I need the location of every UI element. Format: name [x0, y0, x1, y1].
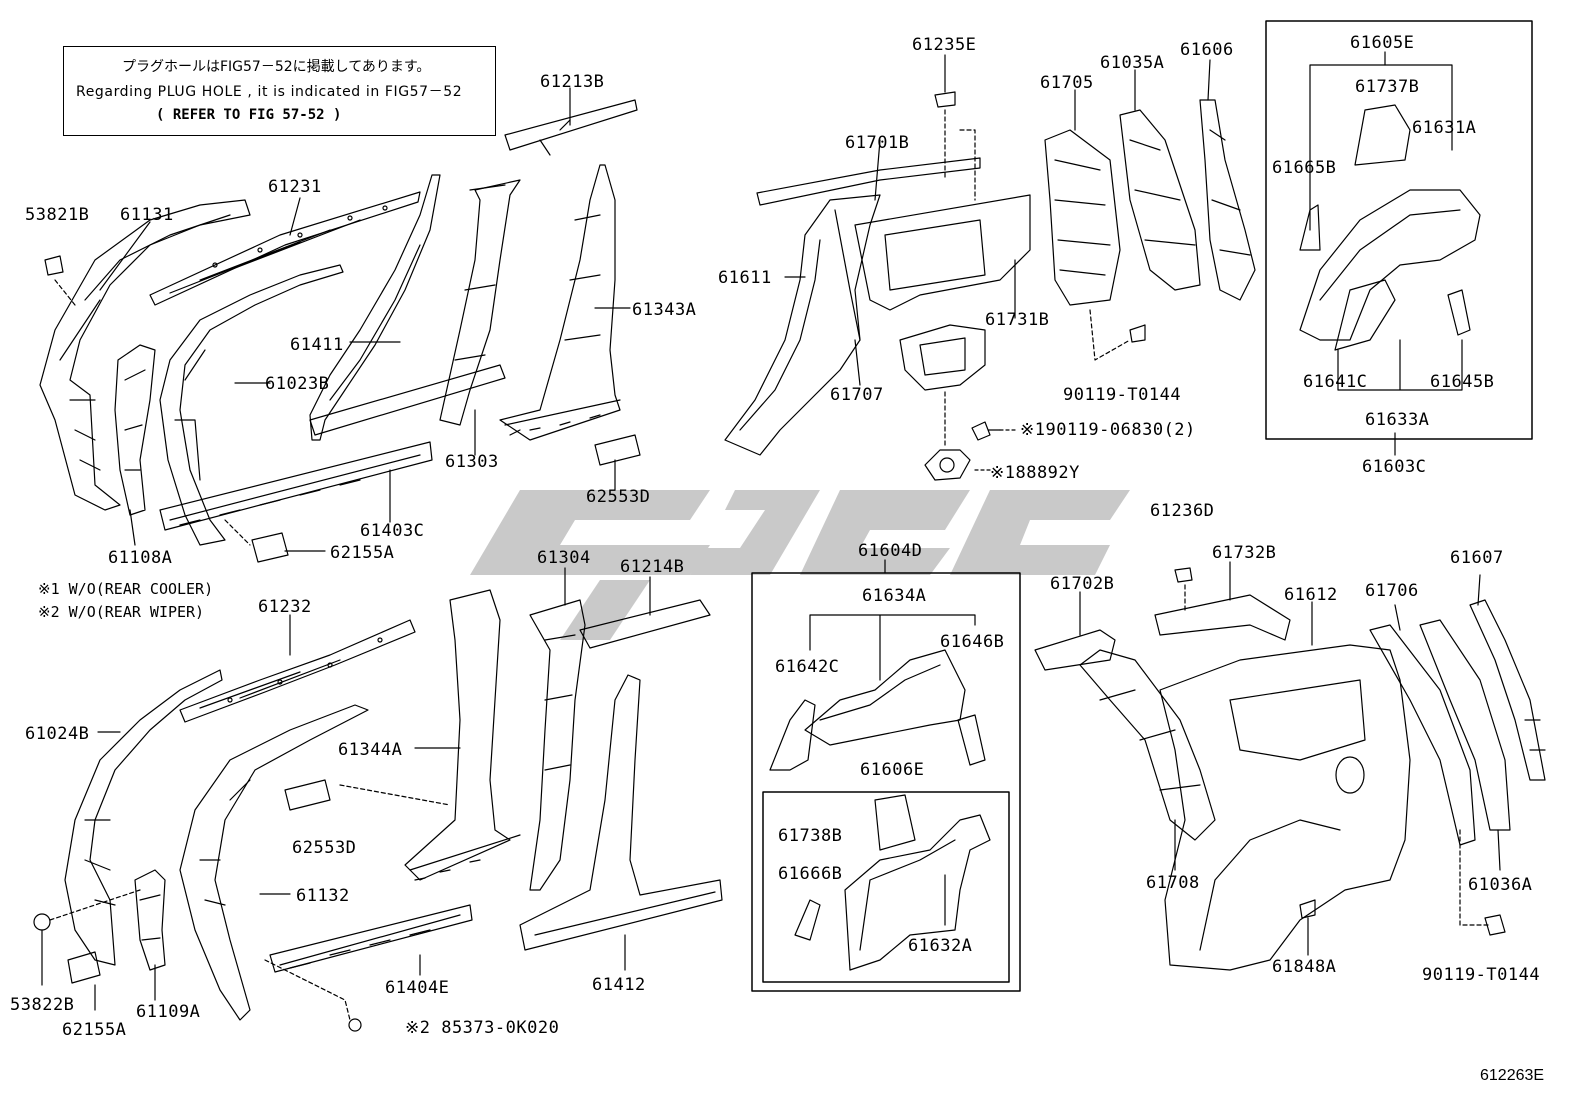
part-label: 61235E — [912, 35, 977, 55]
leaders-bottom-left — [41, 567, 651, 1011]
note-line-en: Regarding PLUG HOLE , it is indicated in… — [76, 84, 463, 100]
part-label: 61848A — [1272, 957, 1337, 977]
part-label: 61036A — [1468, 875, 1533, 895]
wheel-house-group-right — [1299, 51, 1481, 456]
part-label: 61214B — [620, 557, 685, 577]
part-label: 61035A — [1100, 53, 1165, 73]
part-label: 61645B — [1430, 372, 1495, 392]
quarter-inner-group — [724, 91, 1031, 481]
part-label: 61231 — [268, 177, 322, 197]
part-label: 53822B — [10, 995, 75, 1015]
front-pillar-group-bottom — [33, 589, 723, 1032]
part-label: 61607 — [1450, 548, 1504, 568]
leaders-top-left — [99, 87, 631, 552]
part-label: 61666B — [778, 864, 843, 884]
part-label: 61605E — [1350, 33, 1415, 53]
part-label: 61634A — [862, 586, 927, 606]
part-label: 61732B — [1212, 543, 1277, 563]
leaders-rear-pillar — [1074, 59, 1211, 131]
part-label: 61604D — [858, 541, 923, 561]
part-label: 61411 — [290, 335, 344, 355]
part-label: 61236D — [1150, 501, 1215, 521]
part-label: 61738B — [778, 826, 843, 846]
part-label: 61232 — [258, 597, 312, 617]
leaders-top-middle — [784, 54, 1016, 386]
part-label: 61606 — [1180, 40, 1234, 60]
part-label: ※2 85373-0K020 — [405, 1018, 560, 1038]
footnote-1: ※1 W/O(REAR COOLER) — [38, 580, 214, 598]
note-box: プラグホールはFIG57－52に掲載してあります。 Regarding PLUG… — [63, 46, 496, 136]
part-label: 62553D — [292, 838, 357, 858]
part-label: 61131 — [120, 205, 174, 225]
part-label: ※188892Y — [990, 463, 1080, 483]
part-label: 61706 — [1365, 581, 1419, 601]
part-label: 61304 — [537, 548, 591, 568]
part-label: 90119-T0144 — [1063, 385, 1182, 405]
part-label: 61606E — [860, 760, 925, 780]
part-label: 62155A — [330, 543, 395, 563]
part-label: 61665B — [1272, 158, 1337, 178]
part-label: 61646B — [940, 632, 1005, 652]
watermark-logo — [470, 490, 1130, 640]
part-label: 61612 — [1284, 585, 1338, 605]
part-label: 61024B — [25, 724, 90, 744]
footnote-2: ※2 W/O(REAR WIPER) — [38, 603, 205, 621]
note-line-refer: ( REFER TO FIG 57-52 ) — [156, 107, 342, 123]
leaders-bottom-right — [1079, 561, 1501, 956]
box-61606E — [762, 791, 1010, 983]
box-61604D — [751, 572, 1021, 992]
part-label: 61343A — [632, 300, 697, 320]
note-line-jp: プラグホールはFIG57－52に掲載してあります。 — [122, 59, 431, 75]
part-label: 90119-T0144 — [1422, 965, 1541, 985]
part-label: 61632A — [908, 936, 973, 956]
part-label: 61641C — [1303, 372, 1368, 392]
part-label: 61707 — [830, 385, 884, 405]
box-61603C — [1265, 20, 1533, 440]
part-label: 61108A — [108, 548, 173, 568]
rear-pillar-group — [1044, 99, 1256, 361]
part-label: 61708 — [1146, 873, 1200, 893]
part-label: 61344A — [338, 740, 403, 760]
part-label: 61642C — [775, 657, 840, 677]
part-label: 61701B — [845, 133, 910, 153]
part-label: 61403C — [360, 521, 425, 541]
part-label: 61603C — [1362, 457, 1427, 477]
part-label: 61132 — [296, 886, 350, 906]
part-label: 61412 — [592, 975, 646, 995]
part-label: 61303 — [445, 452, 499, 472]
part-label: 61023B — [265, 374, 330, 394]
part-label: 61702B — [1050, 574, 1115, 594]
part-label: 61213B — [540, 72, 605, 92]
part-label: 53821B — [25, 205, 90, 225]
diagram-id: 612263E — [1480, 1067, 1545, 1084]
part-label: 61633A — [1365, 410, 1430, 430]
part-label: 61705 — [1040, 73, 1094, 93]
part-label: 61631A — [1412, 118, 1477, 138]
part-label: ※190119-06830(2) — [1020, 420, 1196, 440]
part-label: 61404E — [385, 978, 450, 998]
part-label: 61731B — [985, 310, 1050, 330]
part-label: 62553D — [586, 487, 651, 507]
front-pillar-group-top — [39, 99, 641, 563]
wheel-house-group-left — [769, 559, 991, 971]
part-label: 62155A — [62, 1020, 127, 1040]
part-label: 61109A — [136, 1002, 201, 1022]
part-label: 61737B — [1355, 77, 1420, 97]
part-label: 61611 — [718, 268, 772, 288]
quarter-outer-group — [1034, 567, 1546, 971]
